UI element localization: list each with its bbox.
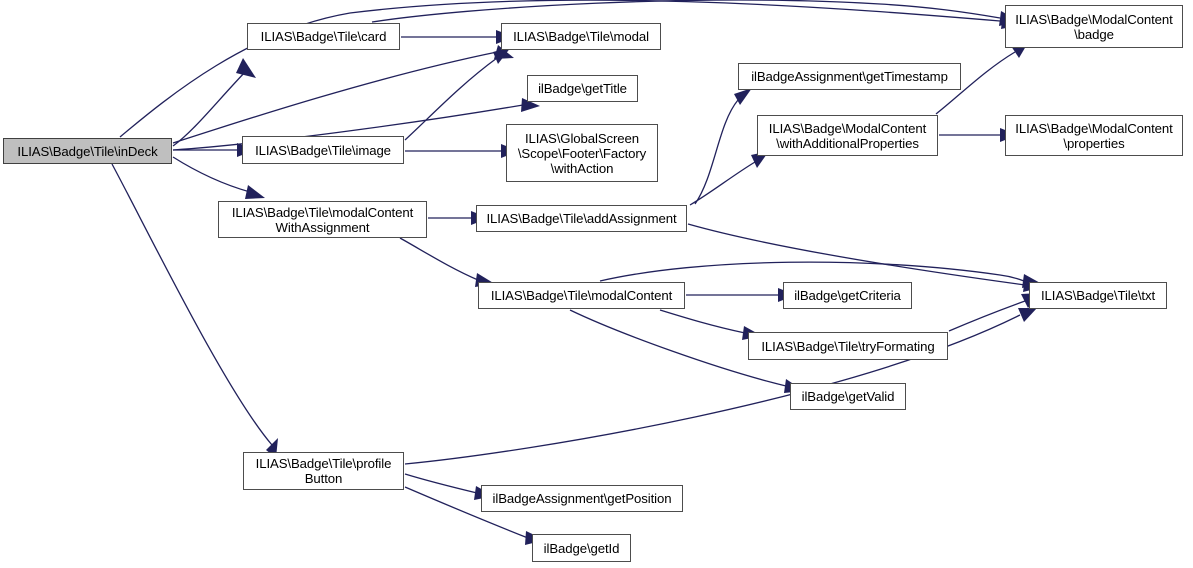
call-graph-node-label: ILIAS\Badge\Tile\tryFormating <box>761 338 935 354</box>
call-graph-node-label: ILIAS\Badge\Tile\inDeck <box>17 143 158 159</box>
call-graph-node-label: ilBadge\getValid <box>801 389 895 404</box>
call-graph-node-mcbadge[interactable]: ILIAS\Badge\ModalContent \badge <box>1005 5 1183 48</box>
call-edge-addAssignment-to-getTimestamp <box>694 88 752 205</box>
call-graph-node-modal[interactable]: ILIAS\Badge\Tile\modal <box>501 23 661 50</box>
call-graph-node-txt[interactable]: ILIAS\Badge\Tile\txt <box>1029 282 1167 309</box>
call-graph-node-label: ILIAS\Badge\Tile\modal <box>513 29 649 44</box>
call-graph-node-addAssignment[interactable]: ILIAS\Badge\Tile\addAssignment <box>476 205 687 232</box>
call-graph-node-label: ILIAS\Badge\Tile\modalContent WithAssign… <box>231 204 414 235</box>
call-graph-node-globalScreen[interactable]: ILIAS\GlobalScreen \Scope\Footer\Factory… <box>506 124 658 182</box>
call-graph-node-inDeck[interactable]: ILIAS\Badge\Tile\inDeck <box>3 138 172 164</box>
call-graph-node-label: ilBadgeAssignment\getTimestamp <box>751 69 948 84</box>
call-graph-node-label: ILIAS\Badge\ModalContent \withAdditional… <box>768 120 927 151</box>
call-edge-inDeck-to-getTitle <box>172 98 540 151</box>
call-graph-node-mcWithAssign[interactable]: ILIAS\Badge\Tile\modalContent WithAssign… <box>218 201 427 238</box>
call-graph-node-label: ILIAS\Badge\Tile\modalContent <box>490 288 673 303</box>
call-graph-node-label: ILIAS\Badge\Tile\image <box>255 142 391 158</box>
call-graph-node-getPosition[interactable]: ilBadgeAssignment\getPosition <box>481 485 683 512</box>
call-graph-node-withAddProps[interactable]: ILIAS\Badge\ModalContent \withAdditional… <box>757 115 938 156</box>
call-graph-node-image[interactable]: ILIAS\Badge\Tile\image <box>242 136 404 164</box>
call-graph-node-modalContent[interactable]: ILIAS\Badge\Tile\modalContent <box>478 282 685 309</box>
call-graph-node-label: ILIAS\Badge\ModalContent \badge <box>1015 11 1173 42</box>
call-graph-node-getId[interactable]: ilBadge\getId <box>532 534 631 562</box>
call-graph-node-label: ilBadge\getTitle <box>538 81 627 96</box>
call-edge-mcWithAssign-to-modalContent <box>399 237 495 287</box>
call-graph-node-label: ILIAS\GlobalScreen \Scope\Footer\Factory… <box>517 130 647 176</box>
call-graph-node-getValid[interactable]: ilBadge\getValid <box>790 383 906 410</box>
call-edge-inDeck-to-mcWithAssign <box>172 156 265 199</box>
call-graph-node-card[interactable]: ILIAS\Badge\Tile\card <box>247 23 400 50</box>
call-graph-node-label: ILIAS\Badge\ModalContent \properties <box>1015 120 1173 151</box>
call-graph-node-label: ilBadge\getId <box>543 540 620 556</box>
call-graph-node-profileButton[interactable]: ILIAS\Badge\Tile\profile Button <box>243 452 404 490</box>
call-edge-image-to-globalScreen <box>405 144 519 158</box>
call-graph-node-label: ILIAS\Badge\Tile\addAssignment <box>486 211 677 226</box>
call-graph-node-mcprops[interactable]: ILIAS\Badge\ModalContent \properties <box>1005 115 1183 156</box>
call-graph-node-label: ILIAS\Badge\Tile\card <box>260 29 387 44</box>
call-edge-addAssignment-to-withAddProps <box>689 151 769 206</box>
call-edge-card-to-modal <box>401 30 514 44</box>
call-graph-node-tryFormating[interactable]: ILIAS\Badge\Tile\tryFormating <box>748 332 948 360</box>
call-graph-node-getTitle[interactable]: ilBadge\getTitle <box>527 75 638 102</box>
call-edge-image-to-modal <box>404 47 511 141</box>
call-edge-card-to-mcbadge <box>371 0 1019 26</box>
call-edge-modalContent-to-getCriteria <box>686 288 796 302</box>
call-graph-node-label: ilBadge\getCriteria <box>794 288 901 303</box>
call-edge-modalContent-to-tryFormating <box>659 309 762 340</box>
call-graph-node-getTimestamp[interactable]: ilBadgeAssignment\getTimestamp <box>738 63 961 90</box>
call-graph-node-label: ILIAS\Badge\Tile\txt <box>1040 288 1156 303</box>
call-graph-node-label: ilBadgeAssignment\getPosition <box>492 491 672 506</box>
call-graph-node-getCriteria[interactable]: ilBadge\getCriteria <box>783 282 912 309</box>
call-graph-node-label: ILIAS\Badge\Tile\profile Button <box>255 456 392 486</box>
call-edge-inDeck-to-card <box>172 58 256 147</box>
